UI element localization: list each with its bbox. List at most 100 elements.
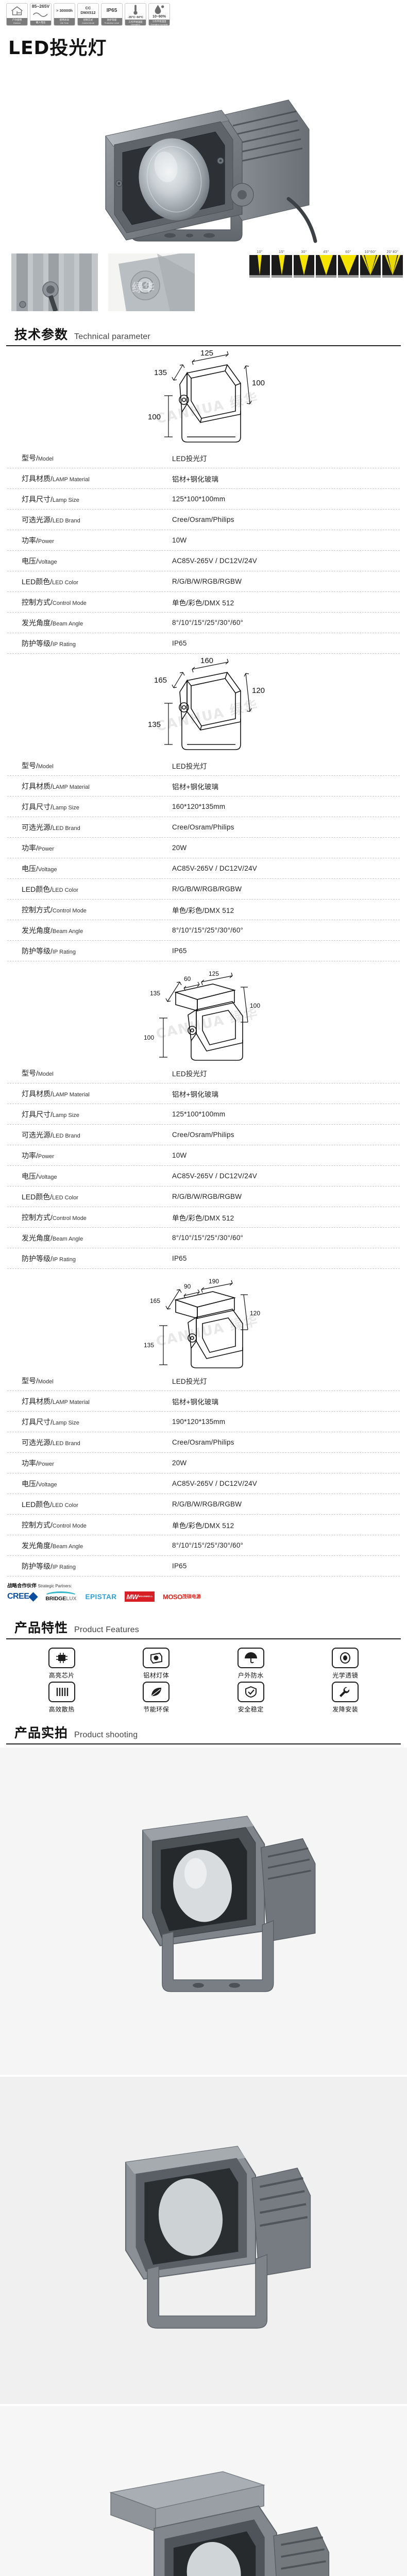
dim-top: 125: [209, 970, 219, 977]
spec-key-cn: 功率: [22, 1151, 36, 1160]
moso-text2: 茂硕电源: [182, 1594, 201, 1599]
spec-key: 型号/Model: [22, 1069, 54, 1077]
beam-angle-item: 60°: [338, 250, 359, 278]
spec-key-cn: 灯具材质: [22, 782, 50, 790]
spec-key: 灯具尺寸/Lamp Size: [22, 1110, 79, 1118]
dim-right: 120: [252, 686, 265, 695]
badge-caption: 工作环境湿度 Operating humidity: [149, 19, 169, 25]
badge-caption-cn: 防护等级: [107, 19, 117, 22]
umbrella-icon: [237, 1648, 264, 1668]
spec-value: 160*120*135mm: [172, 803, 226, 810]
dimension-drawing-block: CANHUA 绿华 160 120 165 135: [0, 654, 407, 754]
spec-row-voltage: 电压/Voltage AC85V-265V / DC12V/24V: [7, 551, 400, 571]
beam-angle-label: 30°: [301, 250, 307, 254]
beam-angle-item: 45°: [316, 250, 336, 278]
section-title-cn: 产品实拍: [14, 1725, 69, 1740]
spec-key-en: LED Brand: [52, 1440, 80, 1447]
dim-shade: 90: [184, 1283, 191, 1290]
lamp-body-icon: [143, 1648, 170, 1668]
section-header-shooting: 产品实拍 Product shooting: [6, 1723, 401, 1744]
spec-key-cn: 功率: [22, 843, 36, 852]
beam-angle-item: 15°: [272, 250, 292, 278]
beam-angle-label: 45°: [323, 250, 329, 254]
spec-key-cn: 发光角度: [22, 1541, 50, 1550]
spec-key: LED颜色/LED Color: [22, 1192, 78, 1201]
beam-angle-diagram: [272, 255, 292, 278]
dim-shade: 60: [184, 975, 191, 982]
spec-value: LED投光灯: [172, 1070, 207, 1078]
thermometer-icon: [133, 5, 138, 15]
spec-key-en: Voltage: [38, 558, 57, 565]
dim-height: 100: [148, 413, 161, 421]
spec-key: 型号/Model: [22, 1376, 54, 1385]
spec-value: Cree/Osram/Philips: [172, 823, 234, 831]
partners-heading: 战略合作伙伴 Strategic Partners:: [7, 1582, 407, 1589]
cree-text: CREE: [7, 1592, 29, 1601]
feature-label: 户外防水: [238, 1672, 264, 1679]
spec-table: 型号/Model LED投光灯 灯具材质/LAMP Material 铝材+钢化…: [7, 447, 400, 654]
epistar-text: EPISTAR: [85, 1592, 117, 1601]
spec-key: 发光角度/Beam Angle: [22, 618, 83, 627]
section-header-features: 产品特性 Product Features: [6, 1618, 401, 1639]
spec-value: 10W: [172, 1151, 187, 1159]
spec-key-cn: 型号: [22, 1376, 36, 1385]
spec-key-en: LED Brand: [52, 825, 80, 832]
spec-key-en: Beam Angle: [52, 928, 83, 935]
spec-key-cn: 控制方式: [22, 1213, 50, 1222]
spec-key-cn: 灯具材质: [22, 1089, 50, 1098]
strategic-partners: 战略合作伙伴 Strategic Partners: CREE BRIDGELU…: [0, 1577, 407, 1602]
spec-key: 功率/Power: [22, 843, 55, 852]
beam-angle-diagram: [360, 255, 381, 278]
spec-table: 型号/Model LED投光灯 灯具材质/LAMP Material 铝材+钢化…: [7, 754, 400, 961]
spec-value: 单色/彩色/DMX 512: [172, 1214, 234, 1222]
spec-key-cn: 灯具尺寸: [22, 1110, 50, 1118]
spec-value: R/G/B/W/RGB/RGBW: [172, 1500, 242, 1508]
spec-key: 发光角度/Beam Angle: [22, 926, 83, 935]
spec-value: 单色/彩色/DMX 512: [172, 906, 234, 914]
spec-key-cn: 可选光源: [22, 1130, 50, 1139]
badge-caption: 工作环境温度 Operating Temperature: [125, 20, 146, 25]
spec-key-cn: 灯具材质: [22, 1397, 50, 1405]
spec-key: 功率/Power: [22, 1459, 55, 1467]
spec-badge-strip: 户外使用 Outdoor 85~265V 输入电压 Input Voltage …: [0, 0, 407, 26]
spec-key-en: Control Mode: [52, 907, 87, 914]
spec-key: 控制方式/Control Mode: [22, 598, 87, 606]
spec-value: AC85V-265V / DC12V/24V: [172, 1172, 257, 1180]
spec-row-power: 功率/Power 10W: [7, 530, 400, 551]
spec-key: 防护等级/IP Rating: [22, 639, 76, 648]
spec-key: 控制方式/Control Mode: [22, 1520, 87, 1529]
spec-row-model: 型号/Model LED投光灯: [7, 1063, 400, 1083]
dimension-drawing: CANHUA 绿华 125 100 135 100: [148, 349, 265, 443]
beam-angle-diagram: [249, 255, 270, 278]
spec-row-voltage: 电压/Voltage AC85V-265V / DC12V/24V: [7, 858, 400, 879]
spec-key-cn: LED颜色: [22, 1500, 50, 1509]
spec-key-cn: 发光角度: [22, 1233, 50, 1242]
feature-item: 铝材灯体: [109, 1648, 204, 1680]
feature-grid: 高亮芯片 铝材灯体 户外防水 光学透镜 高效散热 节能环保 安全稳定 发降安装: [0, 1639, 407, 1714]
spec-key-en: Beam Angle: [52, 620, 83, 627]
spec-row-power: 功率/Power 20W: [7, 1453, 400, 1473]
feature-item: 户外防水: [204, 1648, 298, 1680]
beam-angle-diagram: [382, 255, 403, 278]
spec-row-size: 灯具尺寸/Lamp Size 125*100*100mm: [7, 1104, 400, 1125]
spec-key-en: Power: [38, 845, 55, 852]
spec-key: 灯具材质/LAMP Material: [22, 1397, 90, 1405]
spec-badge-humidity: 10~90% 工作环境湿度 Operating humidity: [148, 3, 170, 26]
spec-key-en: LED Color: [52, 579, 78, 586]
badge-caption-en: Life Time: [60, 22, 69, 24]
cree-diamond-icon: [28, 1591, 39, 1602]
spec-value: 125*100*100mm: [172, 1110, 226, 1118]
spec-value: 8°/10°/15°/25°/30°/60°: [172, 619, 244, 626]
spec-key-en: LED Color: [52, 887, 78, 893]
badge-value: 85~265V: [30, 4, 51, 21]
spec-row-color: LED颜色/LED Color R/G/B/W/RGB/RGBW: [7, 571, 400, 592]
feature-item: 光学透镜: [298, 1648, 393, 1680]
partner-logo-epistar: EPISTAR: [85, 1591, 116, 1602]
svg-text:CANHUA 绿华: CANHUA 绿华: [155, 1005, 260, 1042]
spec-value: R/G/B/W/RGB/RGBW: [172, 1193, 242, 1200]
spec-key-cn: 控制方式: [22, 1520, 50, 1529]
spec-row-power: 功率/Power 20W: [7, 838, 400, 858]
feature-label: 发降安装: [332, 1706, 359, 1713]
spec-key: 发光角度/Beam Angle: [22, 1233, 83, 1242]
